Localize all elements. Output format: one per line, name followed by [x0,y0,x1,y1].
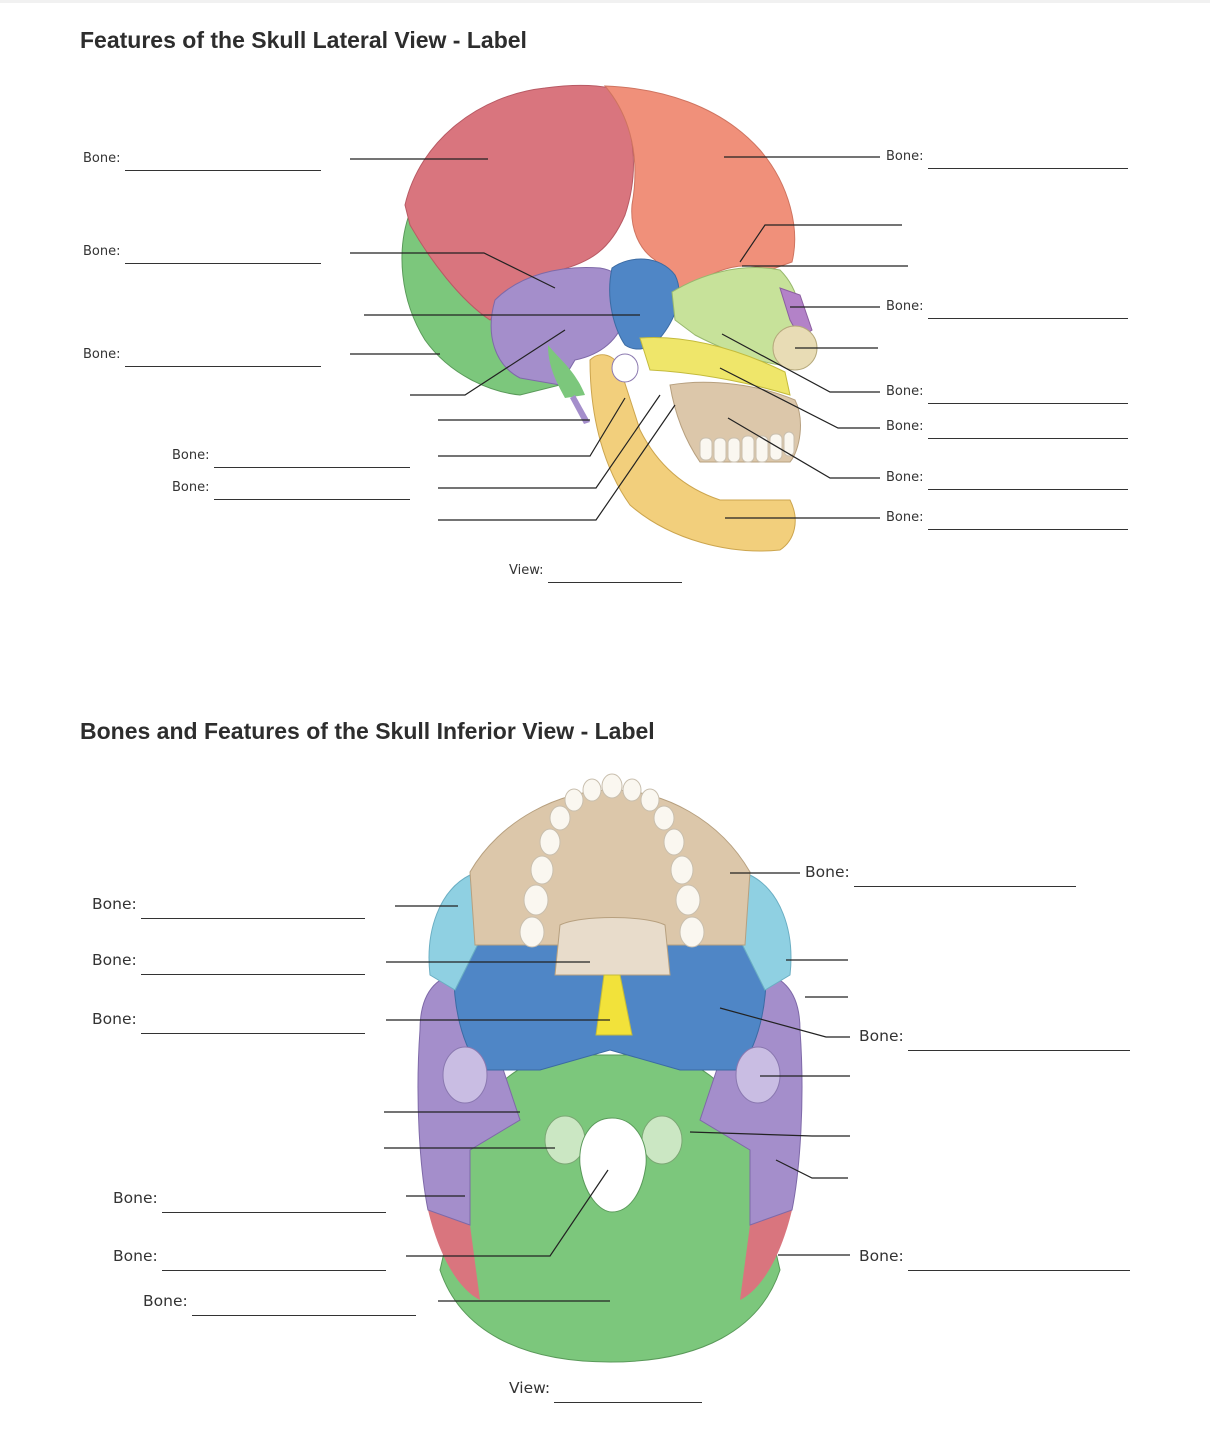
view-answer-blank[interactable] [547,581,682,583]
lateral-section-title: Features of the Skull Lateral View - Lab… [80,27,527,53]
answer-blank[interactable] [927,402,1128,404]
ear-canal-lateral [611,353,639,383]
zygomatic-right-inferior [739,874,792,991]
answer-blank[interactable] [927,528,1128,530]
parietal-right-inferior [740,1210,792,1300]
parietal-region-lateral [404,84,634,321]
lateral-view-label: View: [509,563,682,583]
bone-label-text: Bone: [886,384,924,399]
bone-label-text: Bone: [83,151,121,166]
leader-lines-inferior [384,872,850,1302]
lateral-right-bone-label-3: Bone: [886,384,1128,404]
inferior-view-label: View: [509,1379,703,1403]
inferior-left-bone-label-6: Bone: [143,1292,416,1316]
answer-blank[interactable] [927,488,1128,490]
answer-blank[interactable] [161,1211,386,1213]
occipital-condyle-left [544,1115,586,1165]
bone-label-text: Bone: [92,951,137,969]
bone-label-text: Bone: [113,1189,158,1207]
bone-label-text: Bone: [886,299,924,314]
answer-blank[interactable] [853,885,1076,887]
view-label-text: View: [509,563,544,578]
inferior-left-bone-label-3: Bone: [92,1010,365,1034]
view-answer-blank[interactable] [554,1401,703,1403]
lateral-left-bone-label-1: Bone: [83,151,321,171]
styloid-lateral [570,395,590,424]
bone-label-text: Bone: [172,480,210,495]
answer-blank[interactable] [140,1032,365,1034]
answer-blank[interactable] [191,1314,416,1316]
bone-label-text: Bone: [143,1292,188,1310]
inferior-left-bone-label-2: Bone: [92,951,365,975]
bone-label-text: Bone: [859,1247,904,1265]
lateral-right-bone-label-2: Bone: [886,299,1128,319]
answer-blank[interactable] [213,498,410,500]
bone-label-text: Bone: [172,448,210,463]
lateral-right-bone-label-4: Bone: [886,419,1128,439]
zygomatic-arch-lateral [639,337,791,396]
bone-label-text: Bone: [83,347,121,362]
inferior-right-bone-label-2: Bone: [859,1027,1130,1051]
view-label-text: View: [509,1379,551,1397]
answer-blank[interactable] [140,917,365,919]
inferior-left-bone-label-4: Bone: [113,1189,386,1213]
skull-lateral-illustration [401,84,818,552]
bone-label-text: Bone: [113,1247,158,1265]
bone-label-text: Bone: [92,1010,137,1028]
top-divider [0,0,1210,3]
sphenoid-region-lateral [609,258,680,350]
answer-blank[interactable] [124,262,321,264]
lateral-right-bone-label-6: Bone: [886,510,1128,530]
answer-blank[interactable] [927,317,1128,319]
lateral-left-bone-label-5: Bone: [172,480,410,500]
occipital-condyle-right [641,1115,683,1165]
answer-blank[interactable] [124,365,321,367]
bone-label-text: Bone: [886,470,924,485]
answer-blank[interactable] [161,1269,386,1271]
inferior-right-bone-label-3: Bone: [859,1247,1130,1271]
palatine-region-inferior [554,917,671,976]
bone-label-text: Bone: [886,419,924,434]
mastoid-lateral [548,345,585,398]
teeth-lateral [699,431,795,463]
mandibular-fossa-right [735,1046,781,1104]
inferior-right-bone-label-1: Bone: [805,863,1076,887]
bone-label-text: Bone: [83,244,121,259]
teeth-inferior [519,773,705,948]
skull-inferior-illustration [417,773,803,1363]
parietal-left-inferior [428,1210,480,1300]
foramen-magnum [579,1117,647,1213]
answer-blank[interactable] [907,1049,1130,1051]
zygomatic-left-inferior [428,874,481,991]
leader-lines-lateral [350,156,908,521]
inferior-left-bone-label-1: Bone: [92,895,365,919]
lateral-right-bone-label-5: Bone: [886,470,1128,490]
bone-label-text: Bone: [886,510,924,525]
mandibular-fossa-left [442,1046,488,1104]
lateral-right-bone-label-1: Bone: [886,149,1128,169]
bone-label-text: Bone: [92,895,137,913]
lateral-left-bone-label-3: Bone: [83,347,321,367]
mandible-region-lateral [589,354,796,552]
bone-label-text: Bone: [886,149,924,164]
lateral-left-bone-label-4: Bone: [172,448,410,468]
answer-blank[interactable] [907,1269,1130,1271]
inferior-left-bone-label-5: Bone: [113,1247,386,1271]
answer-blank[interactable] [213,466,410,468]
bone-label-text: Bone: [805,863,850,881]
inferior-section-title: Bones and Features of the Skull Inferior… [80,718,655,744]
answer-blank[interactable] [140,973,365,975]
answer-blank[interactable] [124,169,321,171]
answer-blank[interactable] [927,167,1128,169]
answer-blank[interactable] [927,437,1128,439]
lateral-left-bone-label-2: Bone: [83,244,321,264]
bone-label-text: Bone: [859,1027,904,1045]
